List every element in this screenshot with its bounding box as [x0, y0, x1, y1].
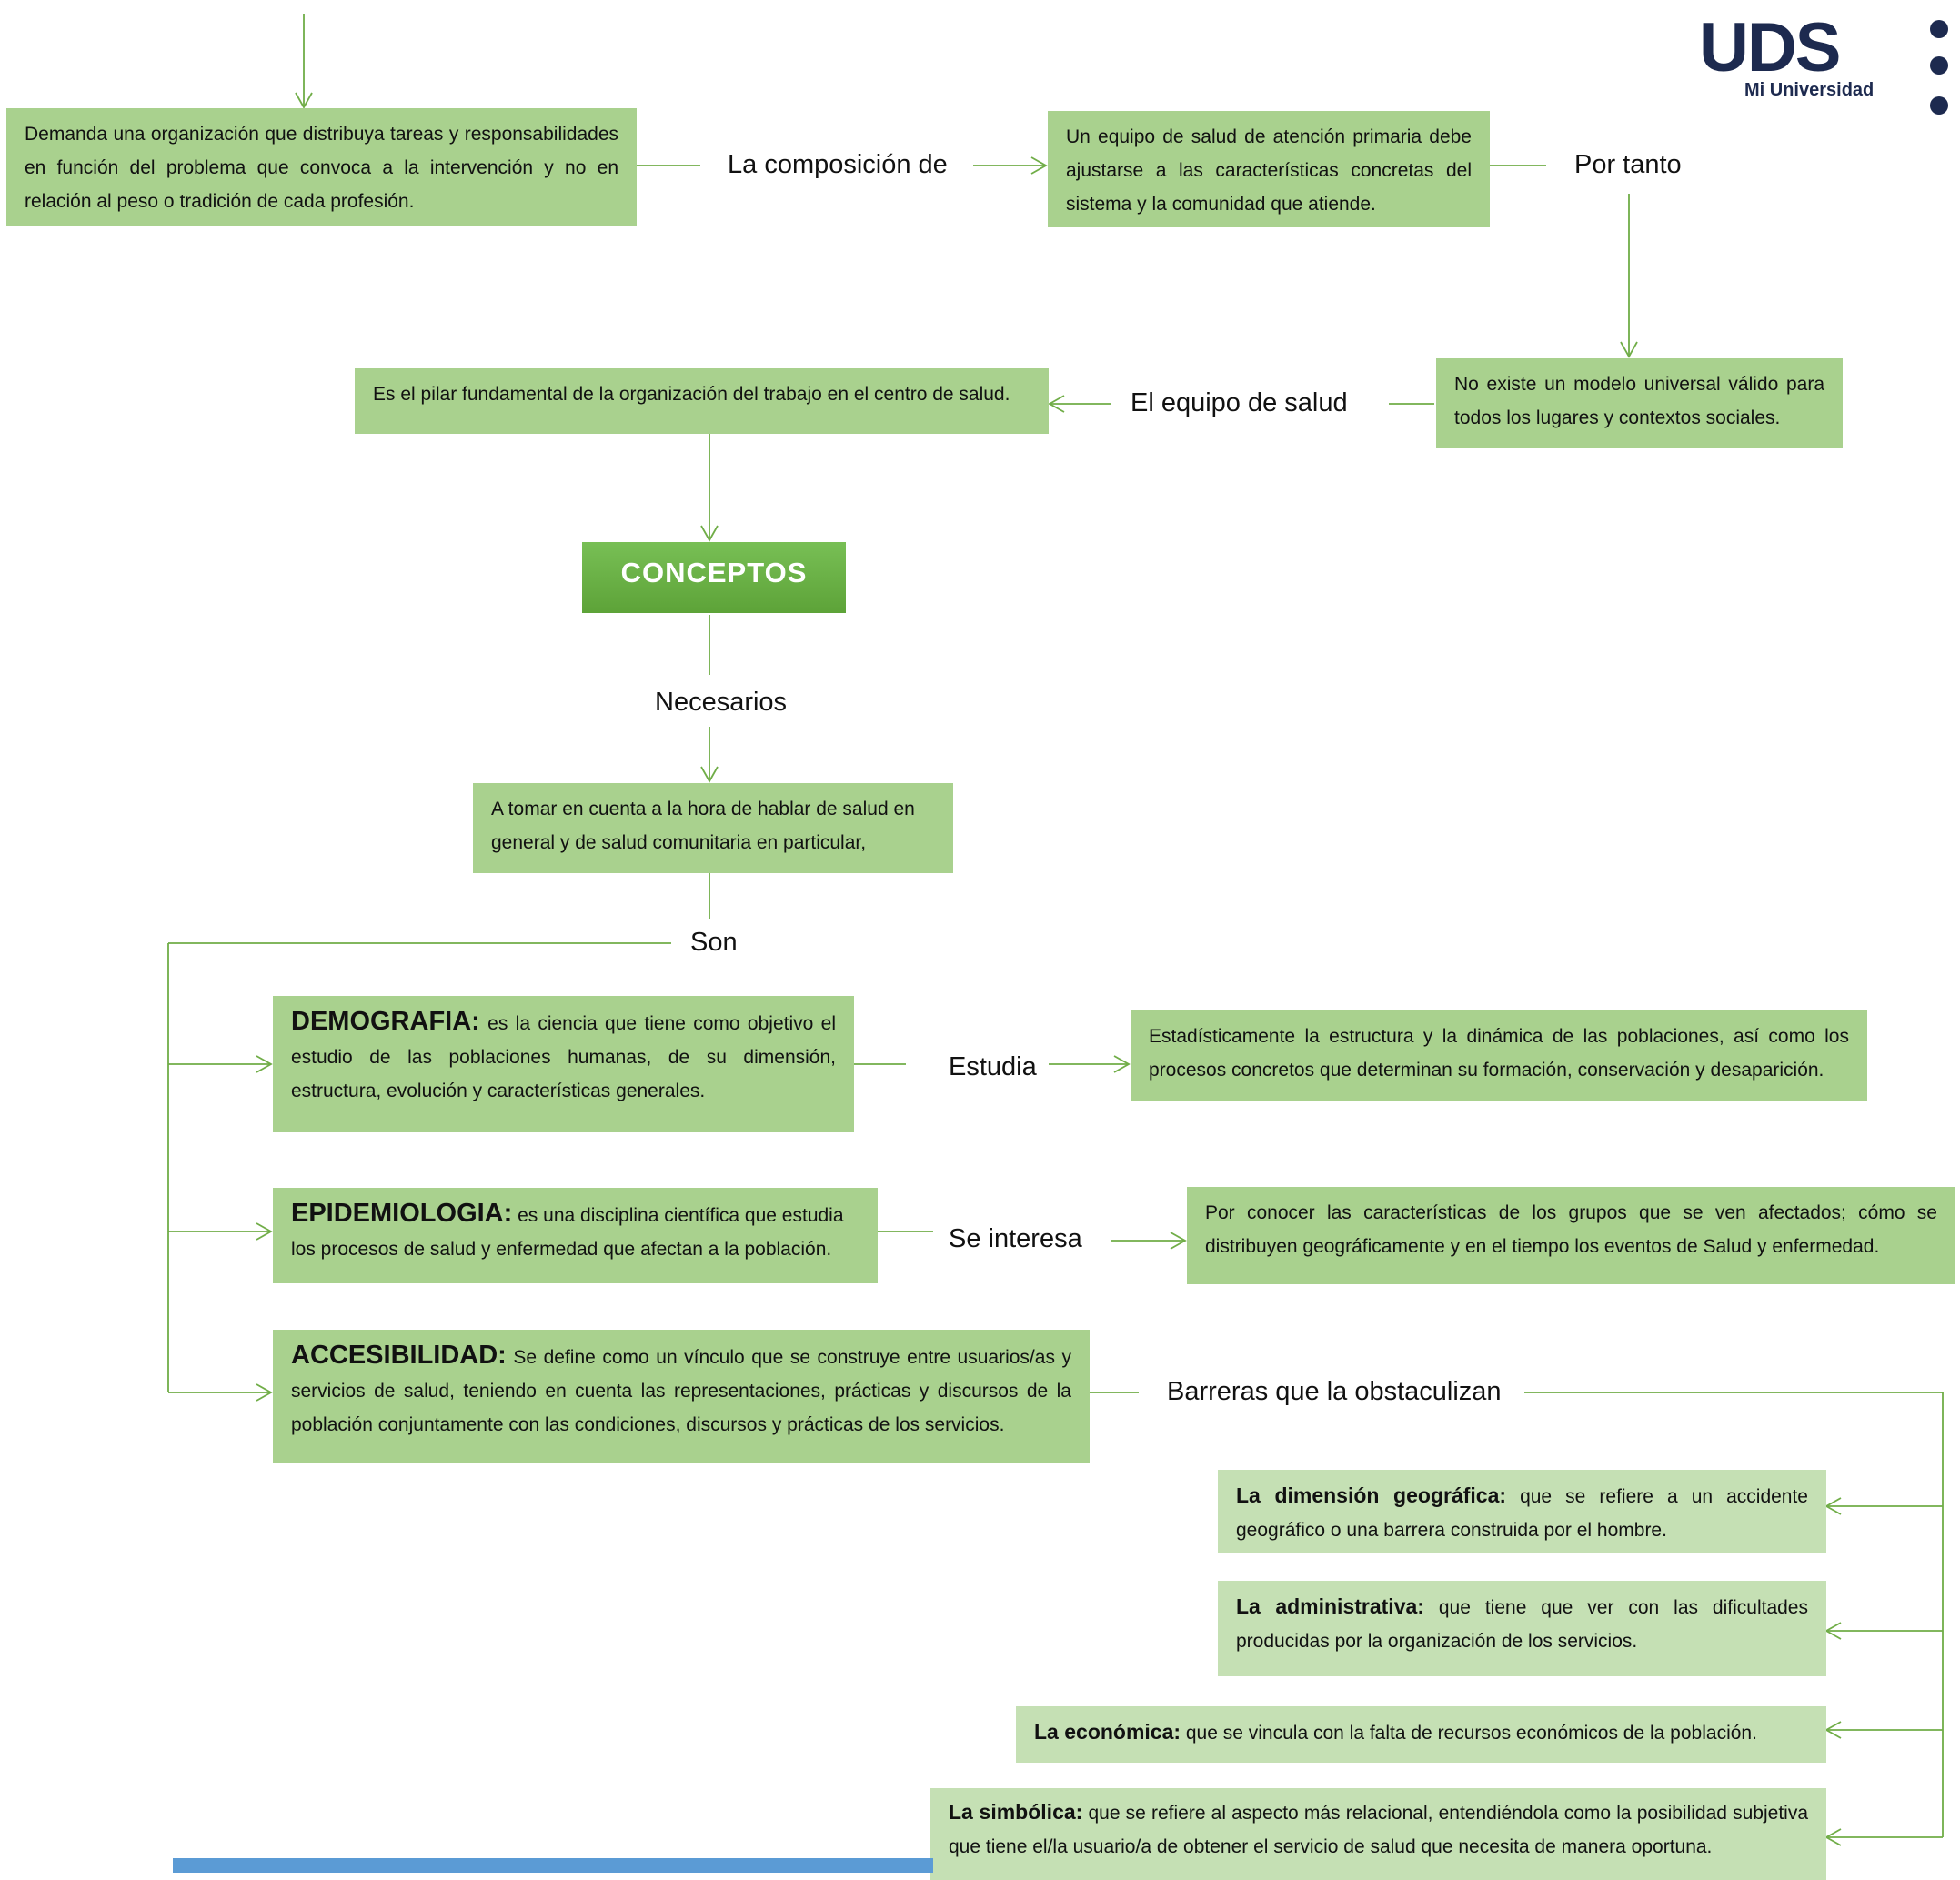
node-conceptos: CONCEPTOS	[582, 542, 846, 613]
node-no-existe: No existe un modelo universal válido par…	[1436, 358, 1843, 448]
node-demografia: DEMOGRAFIA: es la ciencia que tiene como…	[273, 996, 854, 1132]
link-por-tanto: Por tanto	[1574, 150, 1682, 179]
node-epidemiologia-interesa: Por conocer las características de los g…	[1187, 1187, 1955, 1284]
node-barrera-simbolica: La simbólica: que se refiere al aspecto …	[930, 1788, 1826, 1880]
barrera-geografica-definition: que se refiere a un accidente geográfico…	[1236, 1486, 1808, 1541]
barrera-economica-definition: que se vincula con la falta de recursos …	[1181, 1723, 1757, 1744]
node-demanda: Demanda una organización que distribuya …	[6, 108, 637, 226]
node-barrera-administrativa: La administrativa: que tiene que ver con…	[1218, 1581, 1826, 1676]
barrera-administrativa-term: La administrativa:	[1236, 1594, 1424, 1618]
demografia-definition: es la ciencia que tiene como objetivo el…	[291, 1013, 836, 1101]
accesibilidad-term: ACCESIBILIDAD:	[291, 1341, 507, 1370]
node-demografia-estudia-text: Estadísticamente la estructura y la diná…	[1149, 1026, 1849, 1081]
node-accesibilidad: ACCESIBILIDAD: Se define como un vínculo…	[273, 1330, 1090, 1463]
decorative-dot	[1930, 56, 1948, 75]
node-a-tomar: A tomar en cuenta a la hora de hablar de…	[473, 783, 953, 873]
decorative-dot	[1930, 96, 1948, 115]
link-composicion: La composición de	[728, 150, 948, 179]
node-pilar-text: Es el pilar fundamental de la organizaci…	[373, 384, 1010, 405]
link-necesarios: Necesarios	[655, 688, 788, 717]
link-estudia: Estudia	[949, 1052, 1037, 1081]
node-demanda-text: Demanda una organización que distribuya …	[25, 124, 618, 212]
node-epidemiologia: EPIDEMIOLOGIA: es una disciplina científ…	[273, 1188, 878, 1283]
footer-bar	[173, 1858, 933, 1873]
barrera-administrativa-definition: que tiene que ver con las dificultades p…	[1236, 1597, 1808, 1652]
epidemiologia-term: EPIDEMIOLOGIA:	[291, 1199, 513, 1228]
decorative-dot	[1930, 20, 1948, 38]
barrera-simbolica-definition: que se refiere al aspecto más relacional…	[949, 1803, 1808, 1857]
node-pilar: Es el pilar fundamental de la organizaci…	[355, 368, 1049, 434]
node-equipo-aps-text: Un equipo de salud de atención primaria …	[1066, 126, 1472, 215]
logo-tagline: Mi Universidad	[1744, 80, 1875, 100]
node-epidemiologia-interesa-text: Por conocer las características de los g…	[1205, 1202, 1937, 1257]
epidemiologia-definition: es una disciplina científica que estudia…	[291, 1205, 844, 1260]
uds-logo: UDS Mi Universidad	[1699, 9, 1881, 109]
link-son: Son	[690, 928, 738, 957]
accesibilidad-definition: Se define como un vínculo que se constru…	[291, 1347, 1071, 1435]
node-a-tomar-text: A tomar en cuenta a la hora de hablar de…	[491, 799, 915, 853]
barrera-simbolica-term: La simbólica:	[949, 1800, 1083, 1824]
barrera-geografica-term: La dimensión geográfica:	[1236, 1483, 1507, 1507]
node-barrera-economica: La económica: que se vincula con la falt…	[1016, 1706, 1826, 1763]
node-demografia-estudia: Estadísticamente la estructura y la diná…	[1131, 1010, 1867, 1101]
link-se-interesa: Se interesa	[949, 1224, 1082, 1253]
node-no-existe-text: No existe un modelo universal válido par…	[1454, 374, 1824, 428]
logo-wordmark: UDS	[1699, 9, 1841, 86]
node-barrera-geografica: La dimensión geográfica: que se refiere …	[1218, 1470, 1826, 1553]
node-equipo-aps: Un equipo de salud de atención primaria …	[1048, 111, 1490, 227]
demografia-term: DEMOGRAFIA:	[291, 1007, 480, 1036]
barrera-economica-term: La económica:	[1034, 1720, 1181, 1744]
link-barreras: Barreras que la obstaculizan	[1167, 1377, 1502, 1406]
link-equipo-salud: El equipo de salud	[1131, 388, 1348, 417]
